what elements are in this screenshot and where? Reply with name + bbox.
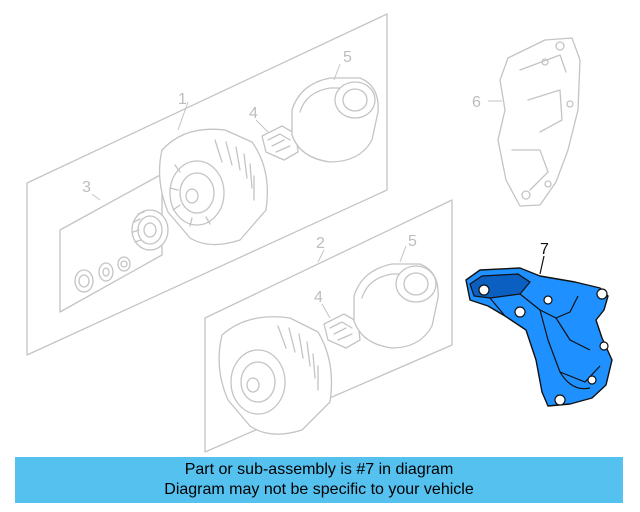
kit-3-outline — [59, 173, 163, 313]
regulator-2-part — [323, 313, 361, 349]
callout-4-lower: 4 — [314, 289, 323, 306]
callout-7: 7 — [540, 241, 549, 258]
callout-2: 2 — [316, 235, 325, 252]
parts-diagram: 1 3 4 5 6 — [26, 13, 613, 453]
callout-5-upper: 5 — [343, 49, 352, 66]
assembly-2-panel: 2 4 5 — [204, 199, 453, 453]
alternator-1-part — [158, 128, 269, 246]
cover-1-part — [291, 77, 379, 163]
info-banner: Part or sub-assembly is #7 in diagram Di… — [15, 457, 623, 503]
callout-1: 1 — [178, 91, 187, 108]
bracket-7-highlighted-part: 7 — [465, 241, 613, 407]
alternator-2-part — [218, 316, 333, 435]
pulley-part — [131, 209, 169, 251]
washer-parts — [74, 256, 131, 293]
banner-line-2: Diagram may not be specific to your vehi… — [164, 481, 474, 498]
cover-2-part — [353, 263, 439, 349]
banner-line-1: Part or sub-assembly is #7 in diagram — [184, 461, 454, 478]
regulator-1-part — [261, 125, 299, 161]
assembly-1-panel: 1 3 4 5 — [26, 13, 388, 356]
assembly-1-outline — [26, 13, 388, 356]
callout-6: 6 — [472, 94, 481, 111]
callout-5-lower: 5 — [408, 233, 417, 250]
bracket-6-part: 6 — [472, 37, 581, 207]
callout-7-leader — [539, 255, 545, 275]
assembly-2-outline — [204, 199, 453, 453]
callout-3: 3 — [82, 179, 91, 196]
callout-4-upper: 4 — [249, 105, 258, 122]
